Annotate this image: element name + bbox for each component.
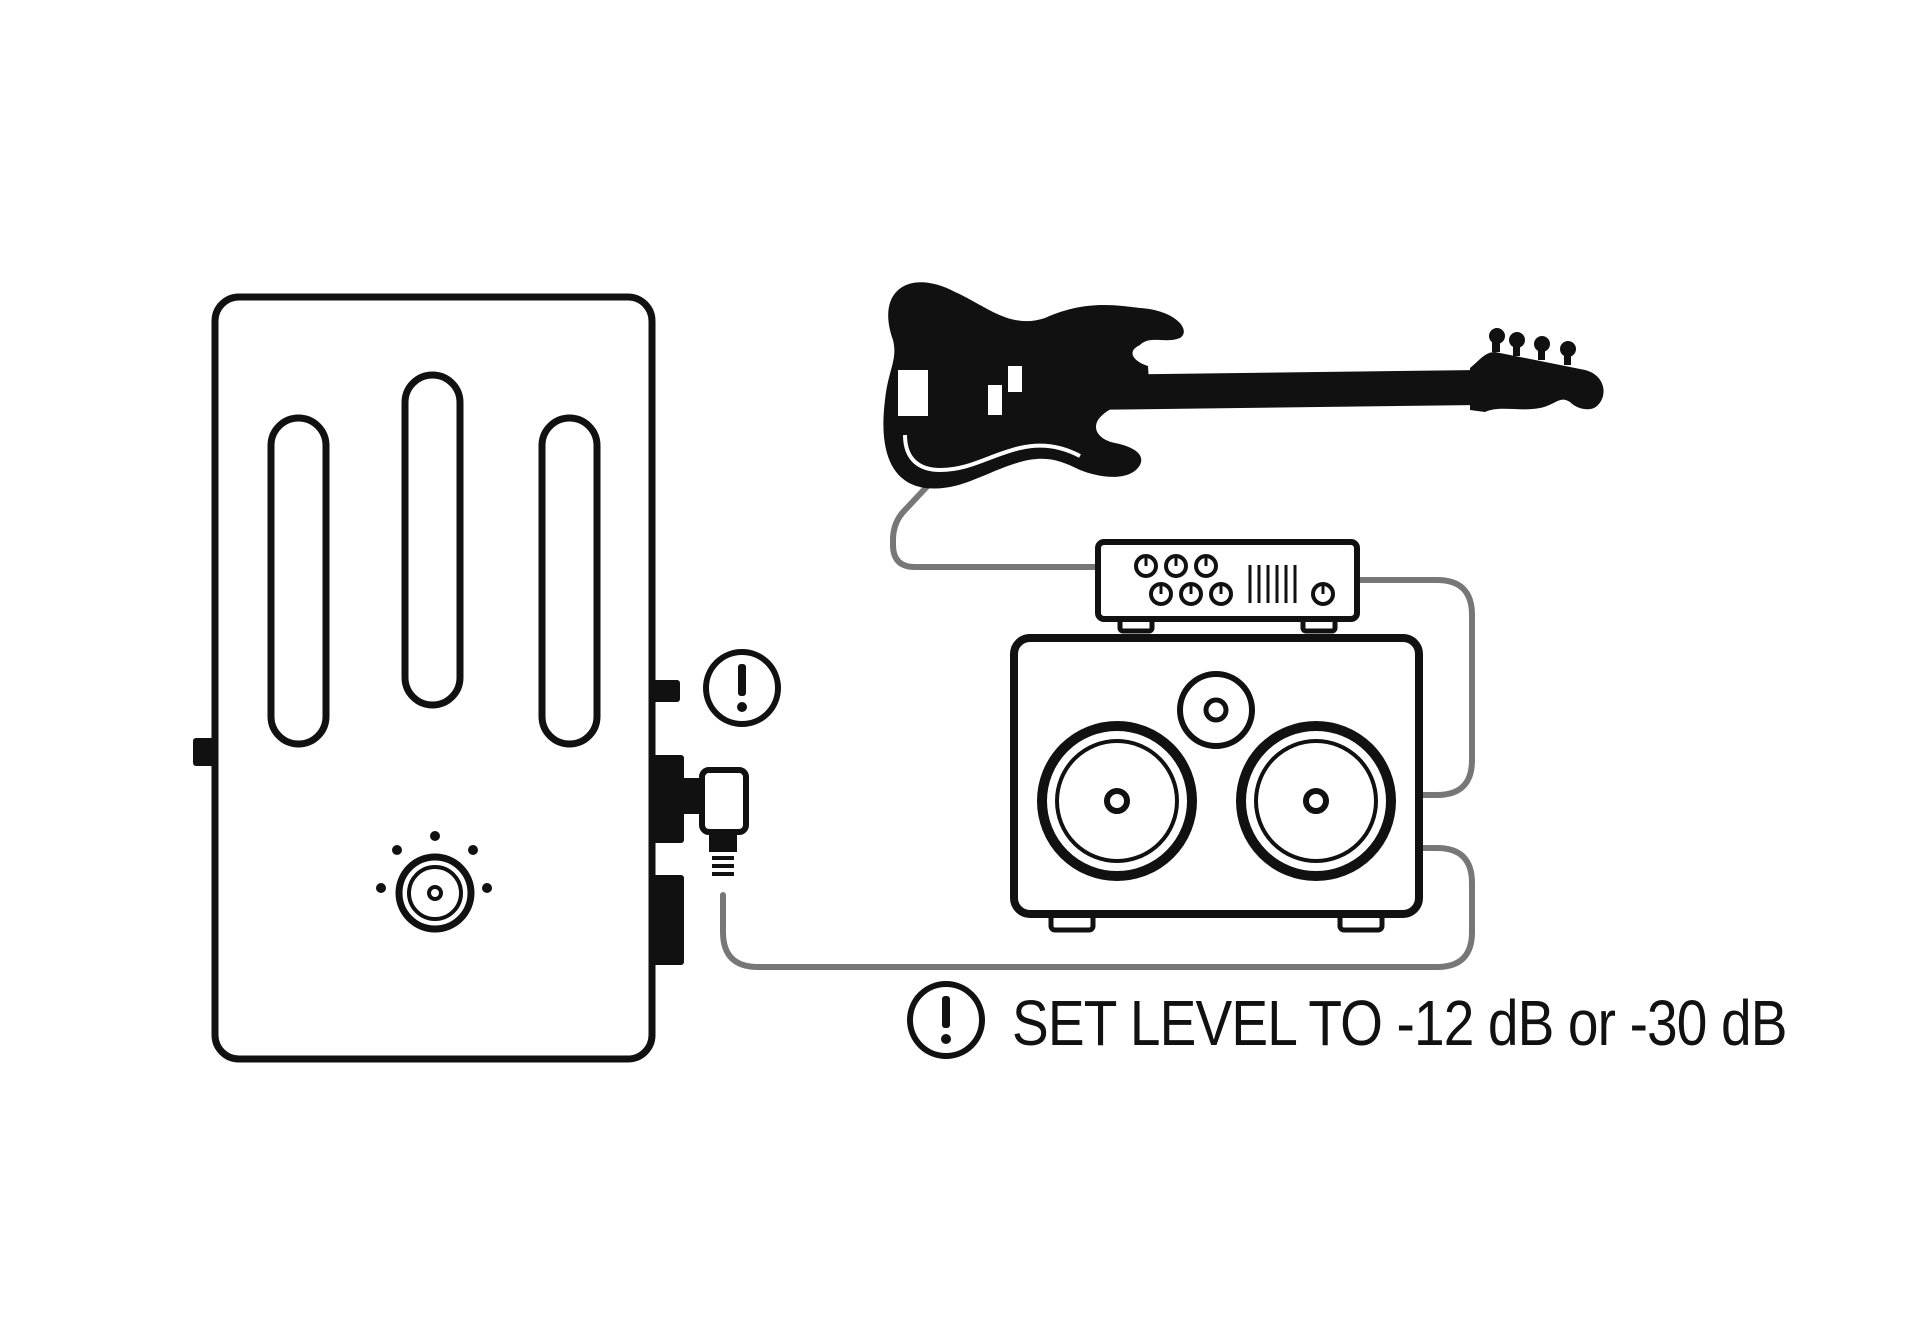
pedal-knob-markers	[376, 831, 492, 893]
cable-amp-to-cabinet	[1354, 577, 1475, 798]
amp-head-body	[1095, 539, 1360, 622]
bass-pickguard	[898, 370, 928, 416]
bass-body	[883, 282, 1184, 489]
pedal-right-jack-middle	[652, 755, 684, 843]
pedal-body	[211, 293, 656, 1063]
pedal-slider-center	[401, 371, 464, 709]
bass-guitar-icon	[883, 282, 1604, 489]
bass-headstock	[1470, 352, 1604, 412]
cable-cabinet-to-pedal	[720, 845, 1475, 970]
pedal	[211, 293, 656, 1063]
amp-eq-sliders	[1248, 565, 1297, 603]
pedal-left-jack	[193, 738, 215, 766]
cabinet-body	[1010, 634, 1423, 918]
pedal-knob-outer	[395, 853, 475, 933]
amp-head-icon	[1095, 539, 1360, 634]
bass-neck	[1077, 370, 1480, 410]
cabinet-woofer-left	[1037, 721, 1197, 881]
bass-pickup-lower	[988, 385, 1002, 415]
level-instruction-text: SET LEVEL TO -12 dB or -30 dB	[1012, 987, 1787, 1059]
pedal-jacks	[193, 680, 684, 965]
amp-knobs	[1134, 554, 1335, 606]
bass-pickup-upper	[1008, 366, 1022, 392]
speaker-cabinet-icon	[1010, 634, 1423, 933]
cable-bass-to-amp	[890, 475, 1123, 570]
right-angle-plug	[680, 767, 749, 876]
pedal-knob-center	[427, 885, 443, 901]
warning-exclamation-icon	[907, 981, 985, 1059]
pedal-right-jack-top	[652, 680, 680, 702]
pedal-right-jack-bottom	[652, 875, 684, 965]
warning-exclamation-icon	[703, 649, 781, 727]
pedal-slider-right	[538, 414, 601, 748]
pedal-slider-left	[267, 414, 330, 748]
cabinet-tweeter	[1177, 671, 1255, 749]
pedal-knob-inner	[407, 865, 463, 921]
cabinet-woofer-right	[1236, 721, 1396, 881]
cables	[720, 475, 1475, 970]
